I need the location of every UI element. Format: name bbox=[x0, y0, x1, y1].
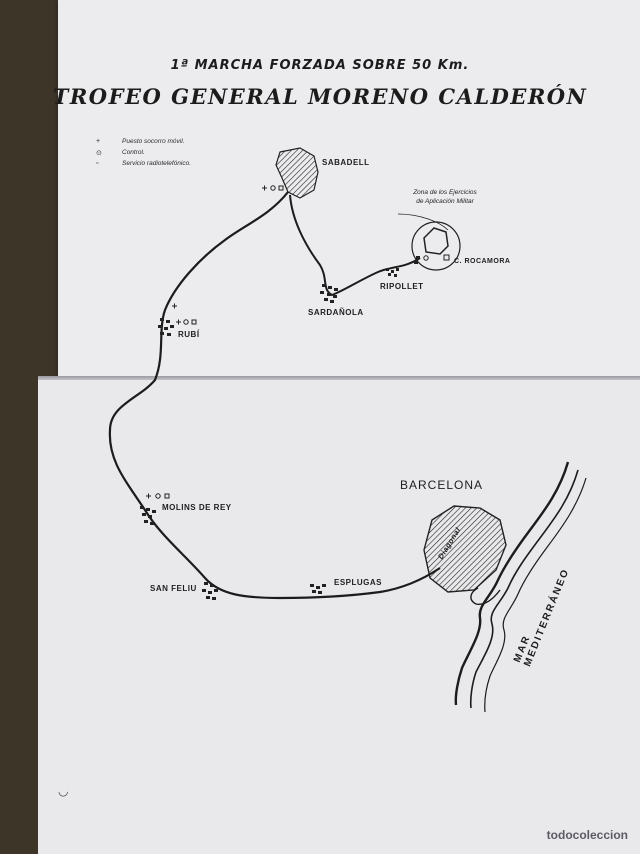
sanfeliu-marker bbox=[202, 582, 218, 600]
ripollet-marker bbox=[386, 268, 399, 277]
molins-marker bbox=[140, 506, 156, 525]
map-legend: + Puesto socorro móvil. ⊙ Control. ▫ Ser… bbox=[96, 136, 191, 169]
label-san-feliu: SAN FELIU bbox=[150, 584, 197, 593]
legend-item-control: ⊙ Control. bbox=[96, 147, 191, 158]
label-rocamora: C. ROCAMORA bbox=[454, 258, 511, 265]
legend-label: Control. bbox=[122, 149, 145, 156]
label-sardanola: SARDAÑOLA bbox=[308, 308, 364, 317]
map-title: TROFEO GENERAL MORENO CALDERÓN bbox=[52, 84, 588, 109]
map-subtitle: 1ª MARCHA FORZADA SOBRE 50 Km. bbox=[170, 58, 470, 73]
label-barcelona: BARCELONA bbox=[400, 478, 484, 492]
sardanola-marker bbox=[320, 284, 338, 303]
label-military-zone: Zona de los Ejercicios de Aplicación Mil… bbox=[395, 188, 495, 206]
legend-item-radio: ▫ Servicio radiotelefónico. bbox=[96, 158, 191, 169]
coastline-2 bbox=[469, 469, 579, 709]
page-upper bbox=[58, 0, 640, 378]
zone-pointer-line bbox=[397, 213, 449, 231]
label-molins-de-rey: MOLINS DE REY bbox=[162, 503, 232, 512]
coastline-3 bbox=[484, 477, 587, 713]
molins-services bbox=[146, 493, 170, 499]
corner-mark: ◡ bbox=[58, 784, 69, 798]
zone-line-2: de Aplicación Militar bbox=[416, 198, 474, 205]
coastline-inlet bbox=[470, 587, 501, 605]
square-icon: ▫ bbox=[96, 160, 99, 167]
legend-label: Puesto socorro móvil. bbox=[122, 138, 185, 145]
target-icon: ⊙ bbox=[96, 149, 102, 157]
rubi-services bbox=[172, 303, 197, 325]
route-east bbox=[289, 194, 421, 297]
barcelona-city-area bbox=[423, 505, 507, 593]
coastline-1 bbox=[454, 461, 570, 706]
route-west bbox=[108, 191, 441, 600]
sabadell-city-area bbox=[275, 147, 319, 199]
zone-line-1: Zona de los Ejercicios bbox=[413, 189, 477, 196]
military-zone-area bbox=[423, 227, 449, 255]
esplugas-marker bbox=[310, 584, 326, 594]
watermark-text: todocoleccion bbox=[546, 828, 628, 842]
rubi-marker bbox=[158, 318, 174, 336]
label-sabadell: SABADELL bbox=[322, 158, 370, 167]
label-rubi: RUBÍ bbox=[178, 330, 200, 339]
cross-icon: + bbox=[96, 138, 101, 145]
sabadell-services bbox=[262, 185, 284, 191]
page-lower bbox=[38, 380, 640, 854]
label-esplugas: ESPLUGAS bbox=[334, 578, 383, 587]
legend-item-first-aid: + Puesto socorro móvil. bbox=[96, 136, 191, 147]
label-ripollet: RIPOLLET bbox=[380, 282, 424, 291]
legend-label: Servicio radiotelefónico. bbox=[122, 160, 192, 167]
rocamora-marker bbox=[414, 254, 450, 264]
page-fold bbox=[38, 376, 640, 382]
